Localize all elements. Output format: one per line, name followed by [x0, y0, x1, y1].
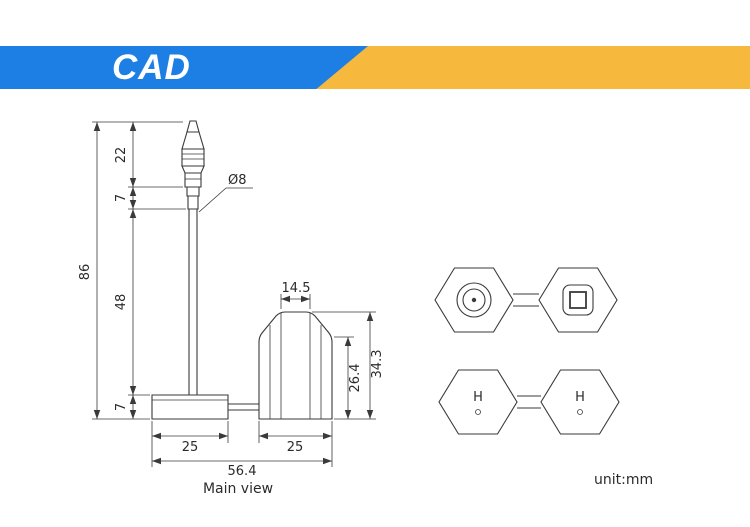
dimension-lock-top-width: 14.5: [280, 281, 311, 309]
page-title: CAD: [112, 48, 191, 87]
hex-pair-top: [434, 267, 618, 333]
pin-lock-connector: [228, 403, 259, 411]
hex-socket-outer: [562, 284, 594, 316]
diameter-callout: Ø8: [198, 173, 253, 213]
header-band: CAD: [0, 46, 750, 89]
hexagon-bottom-left: [438, 369, 518, 435]
dim-lock-total-height: 34.3: [370, 350, 385, 379]
hex-marking-left: H: [473, 390, 483, 405]
hexagon-top-right: [538, 267, 618, 333]
hex-circle-inner: [462, 288, 486, 312]
dim-overall-width: 56.4: [228, 464, 257, 479]
main-view-caption: Main view: [203, 481, 273, 497]
hex-pair-bottom: H H: [438, 369, 620, 435]
hex-circle-center-dot: [471, 297, 477, 303]
dim-tip-height: 22: [114, 147, 129, 164]
dim-lock-top-width: 14.5: [282, 281, 311, 296]
lock-body-outline: [258, 311, 333, 420]
dimension-lock-heights: 26.4 34.3: [312, 311, 385, 420]
dim-lock-width: 25: [287, 440, 304, 455]
hexagon-bottom-right: [540, 369, 620, 435]
dimension-bottom-widths: 25 25 56.4: [151, 421, 333, 479]
dim-pin-diameter: Ø8: [228, 173, 247, 188]
dim-upper-collar: 7: [114, 194, 129, 202]
header-accent-shape: CAD: [0, 46, 368, 89]
hex-marking-right: H: [575, 390, 585, 405]
hex-socket-inner: [569, 291, 587, 309]
dim-overall-height: 86: [78, 264, 93, 281]
bolt-pin-outline: [151, 120, 229, 420]
hexagon-top-left: [434, 267, 514, 333]
hex-circle-outer: [456, 282, 492, 318]
dimension-chain-left: 22 7 48 7 86: [78, 121, 186, 420]
dim-flange-width: 25: [182, 440, 199, 455]
hex-dot-right: [577, 409, 583, 415]
hex-dot-left: [475, 409, 481, 415]
unit-caption: unit:mm: [594, 472, 653, 488]
dim-shaft-length: 48: [114, 294, 129, 311]
dim-lock-body-height: 26.4: [348, 364, 363, 393]
dim-flange-height: 7: [114, 403, 129, 411]
